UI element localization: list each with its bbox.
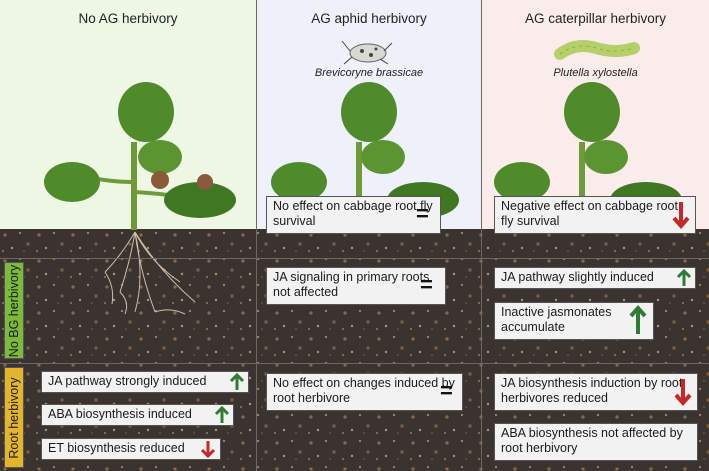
ja-strongly-induced-box: JA pathway strongly induced [41, 371, 249, 393]
caterpillar-illustration [554, 40, 640, 60]
arrow-down-red-icon [200, 441, 216, 459]
aphid-ja-signaling-box: JA signaling in primary roots not affect… [266, 267, 446, 305]
arrow-down-red-icon [674, 379, 692, 407]
caterpillar-ja-reduced-text: JA biosynthesis induction by root herbiv… [501, 376, 683, 405]
column-divider [481, 0, 482, 471]
aphid-root-herbivore-box: No effect on changes induced by root her… [266, 373, 463, 411]
caterpillar-ja-reduced-box: JA biosynthesis induction by root herbiv… [494, 373, 698, 411]
column-title-no-ag: No AG herbivory [78, 11, 178, 26]
arrow-up-green-icon [229, 372, 245, 390]
equal-sign: = [440, 378, 453, 403]
aphid-root-fly-box: No effect on cabbage root fly survival [266, 196, 441, 234]
arrow-up-green-icon [676, 268, 692, 286]
column-title-caterpillar: AG caterpillar herbivory [524, 11, 667, 26]
arrow-up-green-icon [629, 304, 647, 334]
caterpillar-jasmonates-box: Inactive jasmonates accumulate [494, 302, 654, 340]
arrow-up-green-icon [214, 405, 230, 423]
row-label-root: Root herbivory [4, 367, 24, 468]
row-divider [0, 258, 709, 259]
caterpillar-aba-box: ABA biosynthesis not affected by root he… [494, 423, 698, 461]
caterpillar-species-name: Plutella xylostella [553, 67, 638, 79]
aphid-illustration [341, 40, 393, 65]
aba-induced-box: ABA biosynthesis induced [41, 404, 234, 426]
caterpillar-root-fly-box: Negative effect on cabbage root fly surv… [494, 196, 696, 234]
column-divider [256, 0, 257, 471]
row-label-no-bg: No BG herbivory [4, 262, 24, 359]
caterpillar-root-fly-text: Negative effect on cabbage root fly surv… [501, 199, 678, 228]
root-system [104, 231, 196, 315]
aphid-species-name: Brevicoryne brassicae [314, 67, 424, 79]
column-title-aphid: AG aphid herbivory [311, 11, 427, 26]
cabbage-plant-1 [44, 82, 236, 230]
caterpillar-ja-slight-box: JA pathway slightly induced [494, 267, 696, 289]
arrow-down-red-icon [672, 202, 690, 230]
row-label-text: No BG herbivory [7, 264, 21, 357]
equal-sign: = [420, 272, 433, 297]
equal-sign: = [416, 201, 429, 226]
row-divider [0, 363, 709, 364]
row-label-text: Root herbivory [7, 376, 21, 459]
et-reduced-box: ET biosynthesis reduced [41, 438, 221, 460]
